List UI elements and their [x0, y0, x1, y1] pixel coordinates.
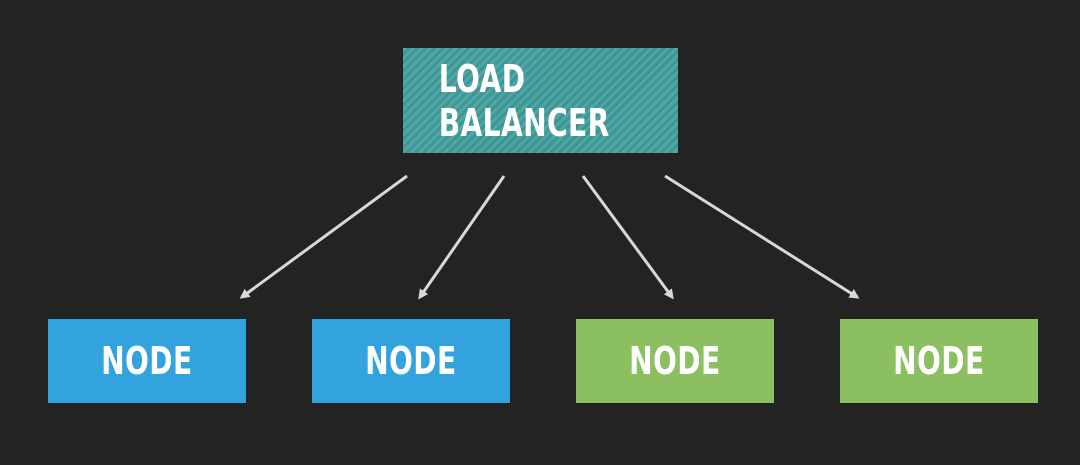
node-box: NODE: [576, 319, 774, 403]
load-balancer-box: LOAD BALANCER: [403, 48, 678, 153]
arrow-to-node-3: [581, 175, 674, 300]
node-label: NODE: [893, 339, 985, 383]
node-box: NODE: [312, 319, 510, 403]
node-label: NODE: [365, 339, 457, 383]
arrow-to-node-1: [239, 174, 408, 299]
node-label: NODE: [629, 339, 721, 383]
load-balancer-label: LOAD BALANCER: [438, 56, 610, 145]
node-box: NODE: [840, 319, 1038, 403]
arrow-to-node-4: [664, 174, 860, 299]
node-box: NODE: [48, 319, 246, 403]
node-label: NODE: [101, 339, 193, 383]
arrow-to-node-2: [418, 175, 506, 300]
